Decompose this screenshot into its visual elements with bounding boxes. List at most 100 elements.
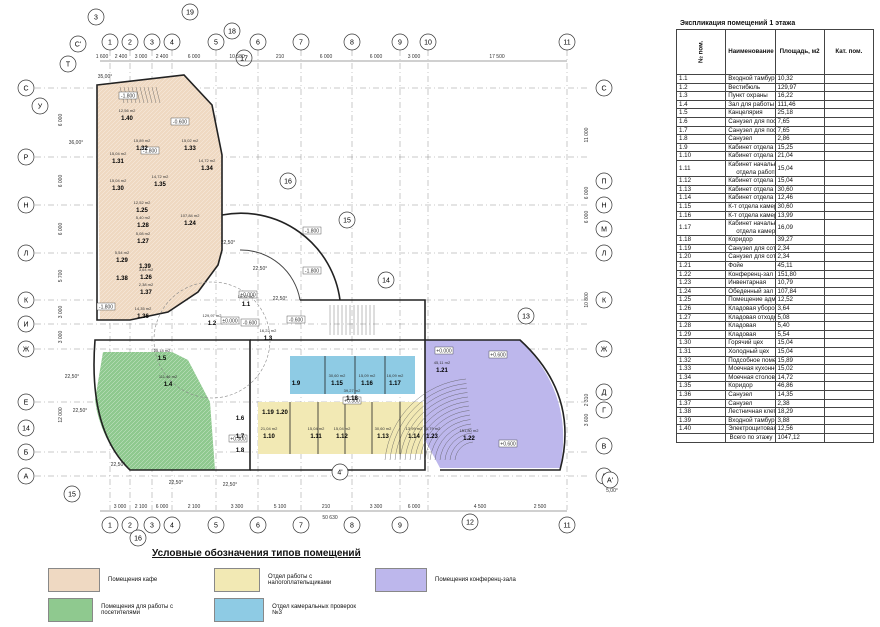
axis-bottom-3 — [143, 516, 161, 534]
seat-row — [449, 437, 473, 461]
row-no: 1.19 — [675, 243, 727, 254]
row-no: 1.28 — [675, 321, 727, 331]
axis-top-5-label: 5 — [214, 40, 218, 47]
walls — [93, 74, 566, 471]
room-id-1-40: 1.40 — [121, 116, 133, 122]
axis-diag-12 — [601, 471, 619, 489]
seat-row — [384, 378, 467, 461]
row-name: Кабинет отдела работы с налогоплат. — [725, 193, 776, 203]
row-cat — [823, 91, 875, 101]
row-name: Санузел — [725, 389, 776, 400]
room-id-1-28: 1.28 — [137, 223, 149, 229]
axis-bottom-8-label: 8 — [350, 523, 354, 530]
row-no: 1.33 — [675, 364, 727, 374]
row-area: 30,60 — [774, 184, 825, 195]
row-no: 1.26 — [675, 304, 727, 314]
row-area: 46,86 — [774, 381, 825, 391]
room-id-1-31: 1.31 — [112, 159, 124, 165]
row-area: 111,46 — [774, 99, 825, 110]
room-id-1-39: 1.39 — [139, 264, 151, 270]
dim-right: 11 000 — [584, 127, 590, 142]
axis-diag-15 — [31, 97, 49, 115]
room-id-1-32: 1.32 — [136, 146, 148, 152]
row-no: 1.38 — [675, 407, 727, 417]
axis-right-В — [595, 437, 613, 455]
level-mark: +0.000 — [436, 349, 452, 355]
dim-top: 17 500 — [489, 54, 505, 60]
axis-diag-12-label: А' — [607, 478, 613, 485]
dim-top: 6 000 — [188, 54, 201, 60]
room-id-1-1: 1.1 — [242, 302, 251, 308]
seat-row — [399, 392, 468, 461]
row-cat — [823, 355, 875, 366]
dim-bottom: 2 100 — [188, 504, 201, 510]
axis-diag-16 — [87, 8, 105, 26]
row-no: 1.3 — [675, 91, 727, 101]
row-no: 1.40 — [675, 424, 727, 434]
row-no: 1.34 — [675, 372, 727, 383]
row-name: Кабинет отдела работы с налогоплат. — [725, 151, 776, 161]
row-cat — [823, 347, 875, 357]
level-mark: +0.600 — [490, 353, 506, 359]
rotunda-circle — [153, 281, 271, 399]
axis-diag-9-label: 15 — [68, 492, 76, 499]
room-id-1-14: 1.14 — [408, 434, 420, 440]
dim-bottom: 3 300 — [370, 504, 383, 510]
explication-table: № пом. Наименование Площадь, м2 Кат. пом… — [675, 29, 875, 443]
row-cat — [823, 398, 875, 409]
axis-top-7-label: 7 — [299, 40, 303, 47]
stair-step — [135, 86, 141, 104]
room-id-1-9: 1.9 — [292, 381, 301, 387]
dim-total-bottom: 50 630 — [322, 515, 338, 521]
room-id-1-17: 1.17 — [389, 381, 401, 387]
legend-item-conference: Помещения конференц-зала — [375, 568, 516, 592]
row-no: 1.17 — [675, 219, 727, 237]
row-cat — [823, 321, 875, 331]
col-header-no: № пом. — [675, 29, 727, 75]
row-area: 15,04 — [774, 347, 825, 357]
zone-conference — [425, 340, 564, 468]
row-name: Помещение администрации кафе — [725, 295, 776, 306]
row-no: 1.31 — [675, 347, 727, 357]
legend-item-taxpayers: Отдел работы с налогоплательщиками — [214, 568, 364, 592]
axis-top-6 — [249, 33, 267, 51]
row-cat — [823, 243, 875, 254]
room-area: 5,08 m2 — [136, 231, 151, 236]
row-name: Пункт охраны — [725, 91, 776, 101]
row-name: Санузел — [725, 398, 776, 409]
row-name: К-т отдела камеральных проверок №3 — [725, 210, 776, 221]
room-area: 10,32 m2 — [238, 294, 255, 299]
dim-bottom: 4 500 — [474, 504, 487, 510]
row-name: Моечная столовой посуды — [725, 372, 776, 383]
row-area: 13,99 — [774, 210, 825, 221]
row-name: Кладовая — [725, 329, 776, 340]
axis-diag-15-label: У — [38, 104, 43, 111]
row-area: 2,38 — [774, 398, 825, 409]
axis-bottom-6-label: 6 — [256, 523, 260, 530]
stair-step — [147, 86, 153, 104]
row-area: 30,60 — [774, 201, 825, 212]
axis-diag-4-label: 15 — [343, 218, 351, 225]
row-area: 5,08 — [774, 312, 825, 323]
level-mark: -1.800 — [305, 269, 319, 275]
axis-top-8 — [343, 33, 361, 51]
dim-left: 3 000 — [58, 306, 64, 319]
dim-top: 2 400 — [156, 54, 169, 60]
axis-bottom-1-label: 1 — [108, 523, 112, 530]
level-mark: +0.300 — [230, 437, 246, 443]
total-area: 1047,12 — [774, 432, 825, 443]
row-cat — [823, 184, 875, 195]
row-name: Санузел для сотрудников — [725, 252, 776, 263]
cafe-outline — [96, 74, 223, 321]
dim-bottom: 2 500 — [534, 504, 547, 510]
row-area: 14,35 — [774, 389, 825, 400]
